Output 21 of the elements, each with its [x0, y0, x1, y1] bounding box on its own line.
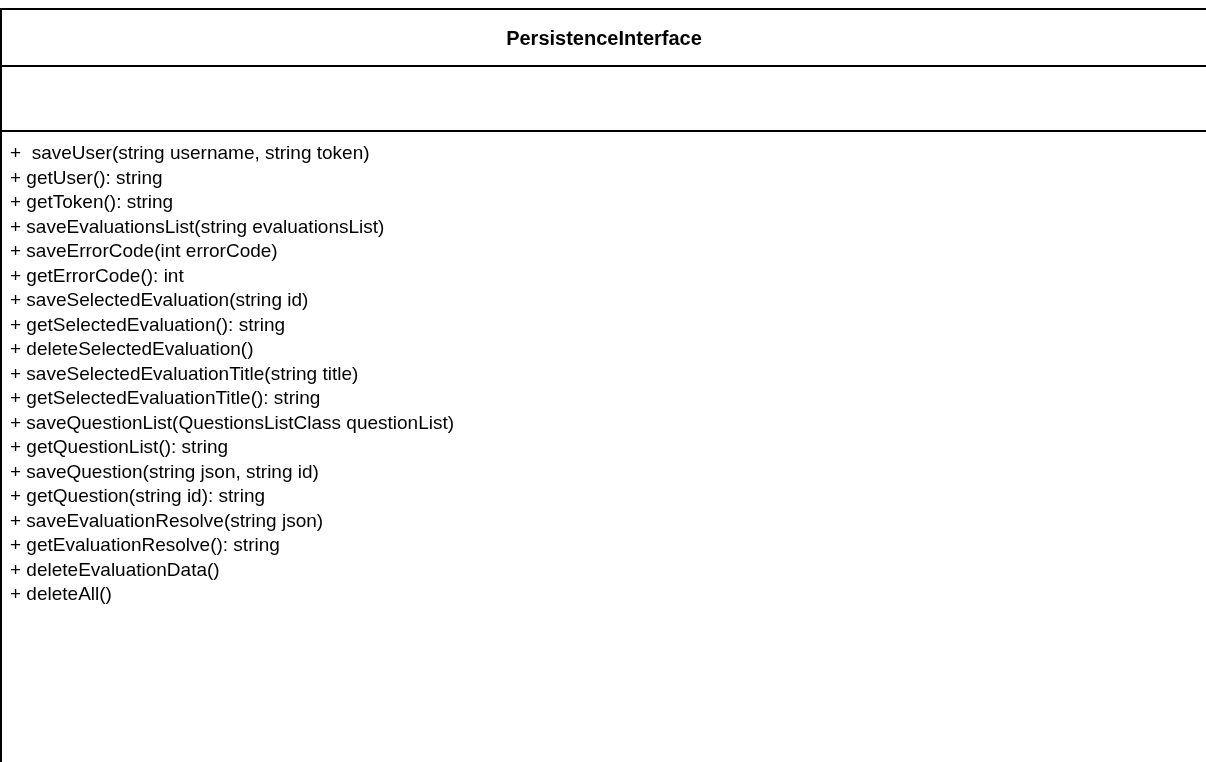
method-text: + deleteSelectedEvaluation() — [10, 337, 254, 361]
method-text: + deleteAll() — [10, 582, 112, 606]
method-text: + saveSelectedEvaluation(string id) — [10, 288, 309, 312]
method-text: + saveErrorCode(int errorCode) — [10, 239, 278, 263]
uml-class-box — [0, 8, 1206, 762]
method-text: + getSelectedEvaluation(): string — [10, 312, 286, 337]
method-text: + getSelectedEvaluationTitle(): string — [10, 386, 321, 410]
method-text: + getUser(): string — [10, 165, 163, 190]
class-name: PersistenceInterface — [506, 25, 703, 51]
method-text: + saveSelectedEvaluationTitle(string title) — [10, 361, 359, 386]
method-text: + saveEvaluationResolve(string json) — [10, 508, 324, 533]
method-text: + saveUser(string username, string token) — [10, 141, 370, 165]
method-text: + getQuestionList(): string — [10, 435, 229, 459]
method-text: + saveQuestion(string json, string id) — [10, 459, 319, 484]
method-text: + saveEvaluationsList(string evaluationsList) — [10, 214, 385, 239]
method-text: + getErrorCode(): int — [10, 263, 184, 288]
method-text: + deleteEvaluationData() — [10, 557, 220, 582]
method-text: + getQuestion(string id): string — [10, 484, 266, 508]
method-text: + getEvaluationResolve(): string — [10, 533, 280, 557]
method-text: + saveQuestionList(QuestionsListClass questionList) — [10, 410, 455, 435]
method-text: + getToken(): string — [10, 190, 174, 214]
